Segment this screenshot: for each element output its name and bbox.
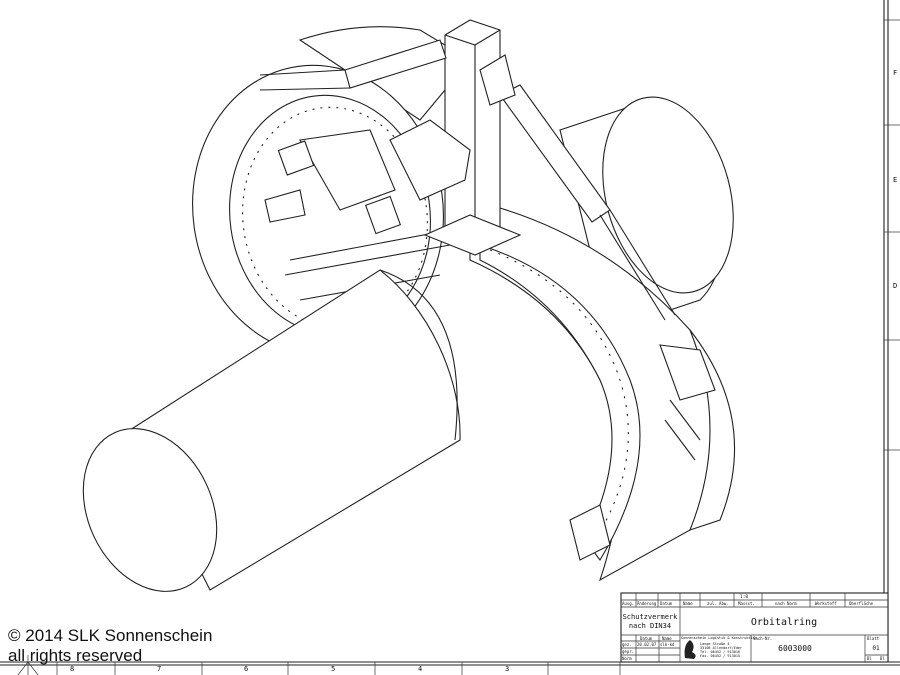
drawing-number: 6003000 (778, 644, 812, 653)
row-label: E (893, 176, 897, 184)
sign-label: gez. (622, 642, 632, 647)
row-label: D (893, 282, 897, 290)
sign-label: Norm (622, 656, 632, 661)
hydraulic-cylinder-left (344, 39, 447, 89)
col-header: Werkstoff (815, 601, 837, 606)
row-label: F (893, 69, 897, 77)
rights-line: all rights reserved (8, 646, 143, 665)
sheet-of: Bl (867, 656, 872, 661)
drawing-title: Orbitalring (751, 617, 817, 628)
protection-note: nach DIN34 (629, 622, 671, 630)
drawing-no-label: Sach-Nr. (753, 636, 772, 641)
scale: 1:8 (740, 594, 748, 600)
sign-label: gepr. (622, 649, 634, 654)
sheet-number: 01 (872, 645, 880, 652)
center-column (444, 19, 501, 246)
col-header: Ausg. (622, 601, 634, 606)
company-tel: Tel. 06452 / 913010 (700, 650, 740, 654)
sheet-of: Bl (880, 656, 885, 661)
copyright-line: © 2014 SLK Sonnenschein (8, 626, 213, 645)
sign-header: Name (662, 636, 672, 641)
col-header: nach Norm (775, 601, 797, 606)
company-street: Lange Straße 4 (700, 642, 730, 646)
sheet-label: Blatt (867, 636, 880, 641)
title-block: 1:8 Ausg. Änderung Datum Name zul. Abw. … (620, 592, 889, 663)
company-city: 35108 Allendorf/Eder (700, 646, 742, 650)
sign-date: 20.02.07 (637, 642, 657, 647)
col-header: Änderung (637, 601, 657, 606)
column-label: 7 (157, 665, 161, 673)
company-logo (684, 640, 696, 659)
protection-note: Schutzvermerk (623, 613, 679, 621)
sign-header: Datum (640, 636, 653, 641)
orbital-ring-assembly (82, 19, 735, 592)
col-header: Datum (660, 601, 673, 606)
col-header: Oberfläche (849, 601, 874, 606)
sign-name: slk-kd (660, 642, 675, 647)
column-label: 3 (505, 665, 509, 673)
col-header: zul. Abw. (707, 601, 729, 606)
company-name: Sonnenschein Logistik & Konstruktion (681, 636, 757, 640)
motor-unit (299, 129, 396, 211)
col-header: Massst. (738, 601, 755, 606)
col-header: Name (683, 601, 693, 606)
column-label: 8 (70, 665, 74, 673)
column-label: 6 (244, 665, 248, 673)
column-label: 4 (418, 665, 422, 673)
column-label: 5 (331, 665, 335, 673)
company-fax: Fax. 06452 / 913015 (700, 654, 740, 658)
